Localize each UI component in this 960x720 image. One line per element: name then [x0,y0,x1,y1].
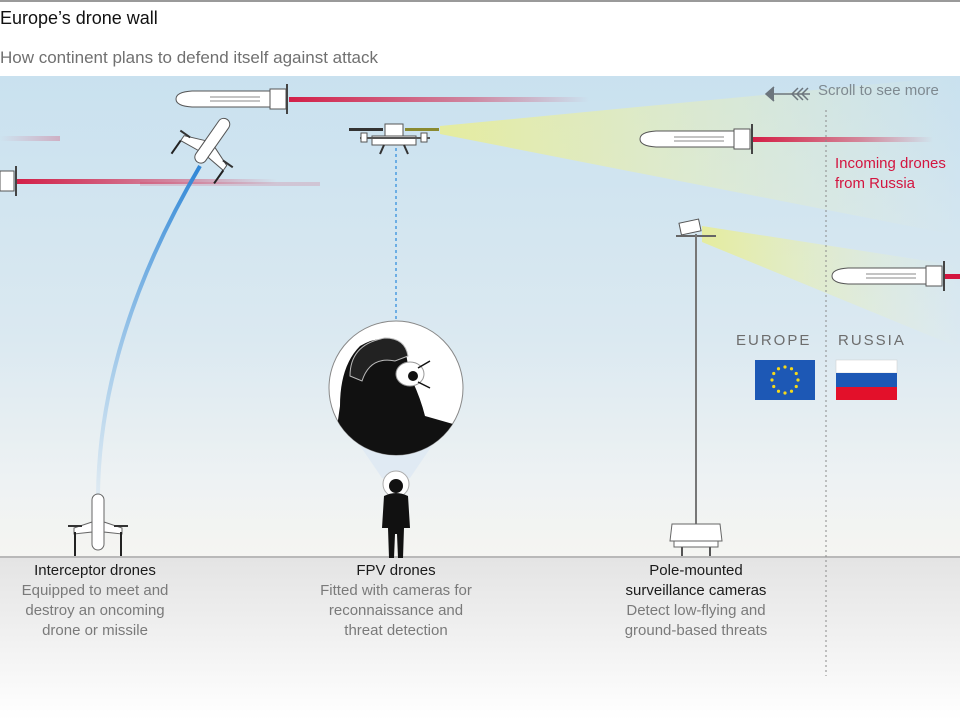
soldier-silhouette [382,479,410,558]
caption-line: threat detection [344,622,448,639]
caption-line: Fitted with cameras for [320,582,472,599]
pole-cameras-caption: Pole-mounted surveillance cameras Detect… [596,561,796,641]
eu-star [796,378,800,382]
caption-line: reconnaissance and [328,602,464,619]
caption-line: Detect low-flying and [626,602,766,619]
illustration-scene[interactable]: Scroll to see more Incoming drones from … [0,76,960,720]
scroll-hint[interactable]: Scroll to see more [818,82,939,99]
region-label-europe: EUROPE [736,332,812,349]
eu-star [794,371,798,376]
eu-star [770,378,774,382]
eu-star [783,391,787,395]
eu-star [794,384,798,389]
caption-line: destroy an oncoming [25,602,165,619]
eu-star [772,384,776,389]
interceptor-drone-grounded [68,493,128,556]
missile [831,261,960,291]
pole-camera-beam [702,226,960,348]
incoming-threat-label: Incoming drones from Russia [835,154,946,194]
caption-line: drone or missile [42,622,148,639]
eu-star [772,371,776,376]
fpv-drone [349,123,439,320]
caption-line: Equipped to meet and [21,582,169,599]
caption-line: ground-based threats [624,622,768,639]
fpv-camera-beam [440,76,960,236]
illustration-art [0,76,960,676]
missile [175,84,589,114]
missile [0,166,277,196]
russia-flag-icon [835,359,898,400]
page-title: Europe’s drone wall [0,8,158,28]
eu-star [776,389,781,393]
fpv-pilot-view-callout [328,320,464,498]
eu-star [776,367,781,371]
eu-star [789,389,794,393]
interceptor-flight-path [96,164,202,495]
caption-title: FPV drones [356,562,436,579]
incoming-line-1: Incoming drones [835,155,946,172]
top-rule [0,0,960,2]
missile [639,124,933,154]
caption-title: surveillance cameras [625,582,767,599]
fpv-drones-caption: FPV drones Fitted with cameras for recon… [296,561,496,641]
eu-flag-icon [755,360,815,400]
ground-line [0,556,960,558]
arrow-left-icon [764,86,810,102]
interceptor-drones-caption: Interceptor drones Equipped to meet and … [0,561,190,641]
eu-star [783,365,787,369]
pole-camera-tower [669,218,723,556]
incoming-line-2: from Russia [835,175,916,192]
faint-trail [0,136,60,141]
page-subtitle: How continent plans to defend itself aga… [0,48,379,67]
region-label-russia: RUSSIA [838,332,906,349]
caption-title: Interceptor drones [34,562,156,579]
caption-title: Pole-mounted [649,562,743,579]
eu-star [789,367,794,371]
ground-area [0,558,960,720]
interceptor-drone-flying [170,117,234,185]
